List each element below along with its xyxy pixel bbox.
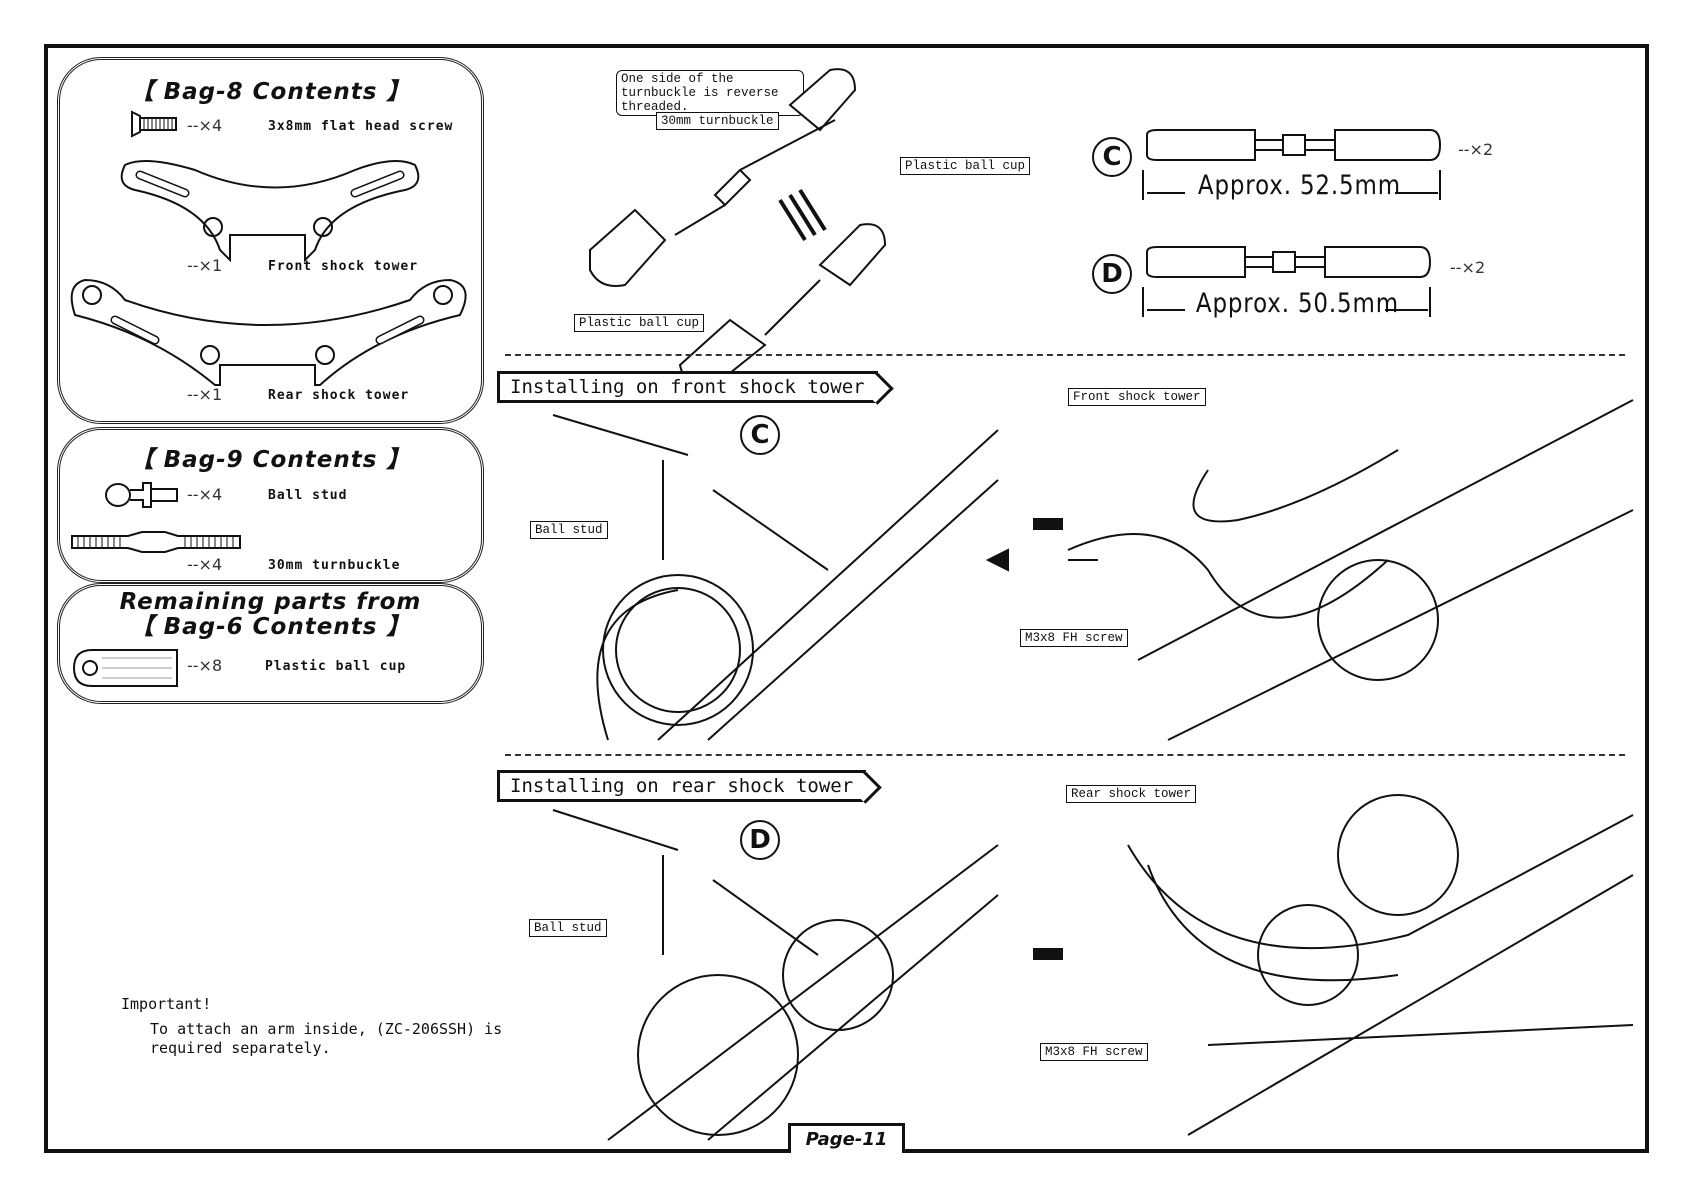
- part-name: Plastic ball cup: [265, 659, 407, 674]
- rod-c-marker: C: [1092, 137, 1132, 177]
- section-divider: [505, 754, 1625, 756]
- qty: --×1: [187, 256, 223, 275]
- rear-screw-label: M3x8 FH screw: [1040, 1043, 1148, 1061]
- front-step-title: Installing on front shock tower: [497, 371, 878, 403]
- rod-c-length: Approx. 52.5mm: [1197, 170, 1401, 201]
- front-screw-label: M3x8 FH screw: [1020, 629, 1128, 647]
- bag-6-contents: Remaining parts from 【 Bag-6 Contents 】 …: [57, 583, 484, 704]
- front-ball-stud-label: Ball stud: [530, 521, 608, 539]
- qty: --×8: [187, 656, 223, 675]
- front-tower-label: Front shock tower: [1068, 388, 1206, 406]
- rod-d-length: Approx. 50.5mm: [1195, 288, 1399, 319]
- rod-d-marker: D: [1092, 254, 1132, 294]
- rod-diagrams: [1142, 129, 1442, 317]
- turnbuckle-icon: [71, 531, 241, 553]
- qty: --×1: [187, 385, 223, 404]
- rear-step-title: Installing on rear shock tower: [497, 770, 867, 802]
- front-rod-marker: C: [740, 415, 780, 455]
- bag-6-title: 【 Bag-6 Contents 】: [130, 614, 411, 640]
- part-name: Front shock tower: [268, 259, 419, 274]
- qty: --×4: [187, 555, 223, 574]
- flat-head-screw-icon: [131, 110, 177, 138]
- rod-c-qty: --×2: [1458, 140, 1494, 159]
- ball-cup-icon: [72, 649, 178, 687]
- turnbuckle-assembly-diagram: [589, 68, 887, 387]
- bag-8-title: 【 Bag-8 Contents 】: [130, 79, 411, 105]
- rear-ball-stud-label: Ball stud: [529, 919, 607, 937]
- important-text-line2: required separately.: [150, 1039, 331, 1057]
- bag-6-title-line1: Remaining parts from: [119, 589, 422, 615]
- part-name: Ball stud: [268, 488, 348, 503]
- part-name: Rear shock tower: [268, 388, 410, 403]
- section-divider: [505, 354, 1625, 356]
- important-heading: Important!: [121, 995, 212, 1013]
- page-number: Page-11: [788, 1123, 905, 1153]
- bag-8-contents: 【 Bag-8 Contents 】 --×4 3x8mm flat head …: [57, 57, 484, 424]
- front-shock-tower-icon: [120, 160, 420, 263]
- ball-stud-icon: [105, 482, 178, 508]
- rear-shock-tower-icon: [70, 278, 467, 386]
- front-assembly-illustration: [552, 399, 1634, 741]
- ball-cup-label-left: Plastic ball cup: [574, 314, 705, 332]
- rod-d-qty: --×2: [1450, 258, 1486, 277]
- reverse-thread-note: One side of the turnbuckle is reverse th…: [616, 70, 804, 116]
- bag-9-title: 【 Bag-9 Contents 】: [130, 447, 411, 473]
- rear-rod-marker: D: [740, 820, 780, 860]
- ball-cup-label-right: Plastic ball cup: [900, 157, 1031, 175]
- qty: --×4: [187, 485, 223, 504]
- turnbuckle-label: 30mm turnbuckle: [656, 112, 779, 130]
- rear-assembly-illustration: [552, 794, 1634, 1141]
- important-note: Important! To attach an arm inside, (ZC-…: [121, 995, 502, 1058]
- part-name: 3x8mm flat head screw: [268, 119, 454, 134]
- part-name: 30mm turnbuckle: [268, 558, 401, 573]
- bag-9-contents: 【 Bag-9 Contents 】 --×4 Ball stud --×4 3…: [57, 427, 484, 583]
- qty: --×4: [187, 116, 223, 135]
- rear-tower-label: Rear shock tower: [1066, 785, 1197, 803]
- important-text-line1: To attach an arm inside, (ZC-206SSH) is: [150, 1020, 503, 1038]
